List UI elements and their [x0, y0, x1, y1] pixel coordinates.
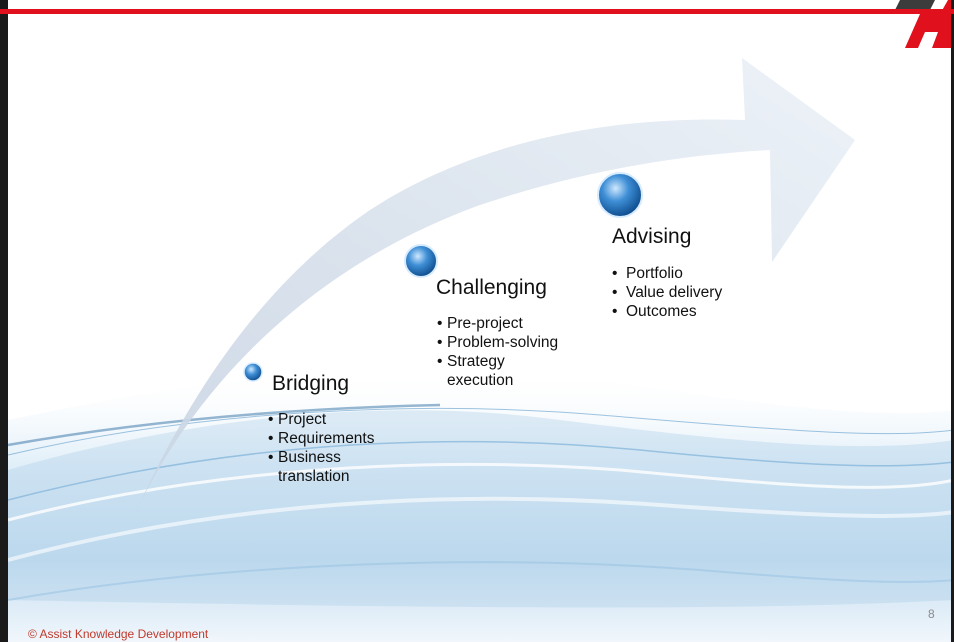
bullet-item: Problem-solving — [437, 333, 558, 352]
stage-title-bridging: Bridging — [272, 372, 350, 395]
bullet-item: Business translation — [268, 448, 388, 486]
stage-title-advising: Advising — [612, 225, 692, 248]
page-number: 8 — [928, 607, 935, 621]
bullet-item: Requirements — [268, 429, 388, 448]
bridging-node — [243, 362, 263, 382]
bridging-bullets: Project Requirements Business translatio… — [268, 410, 388, 486]
bullet-item: Strategy execution — [437, 352, 537, 390]
bullet-item: Project — [268, 410, 388, 429]
frame-right-edge — [951, 0, 954, 642]
bullet-item: Pre-project — [437, 314, 558, 333]
copyright-footer: © Assist Knowledge Development — [28, 627, 209, 641]
challenging-node — [404, 244, 438, 278]
frame-left-edge — [0, 0, 8, 642]
bullet-item: Portfolio — [612, 264, 722, 283]
challenging-bullets: Pre-project Problem-solving Strategy exe… — [437, 314, 558, 390]
bullet-item: Outcomes — [612, 302, 722, 321]
growth-arrow — [130, 58, 855, 525]
stage-title-challenging: Challenging — [436, 276, 547, 299]
top-accent-rule — [0, 9, 954, 14]
advising-bullets: Portfolio Value delivery Outcomes — [612, 264, 722, 321]
bullet-item: Value delivery — [612, 283, 722, 302]
advising-node — [597, 172, 643, 218]
